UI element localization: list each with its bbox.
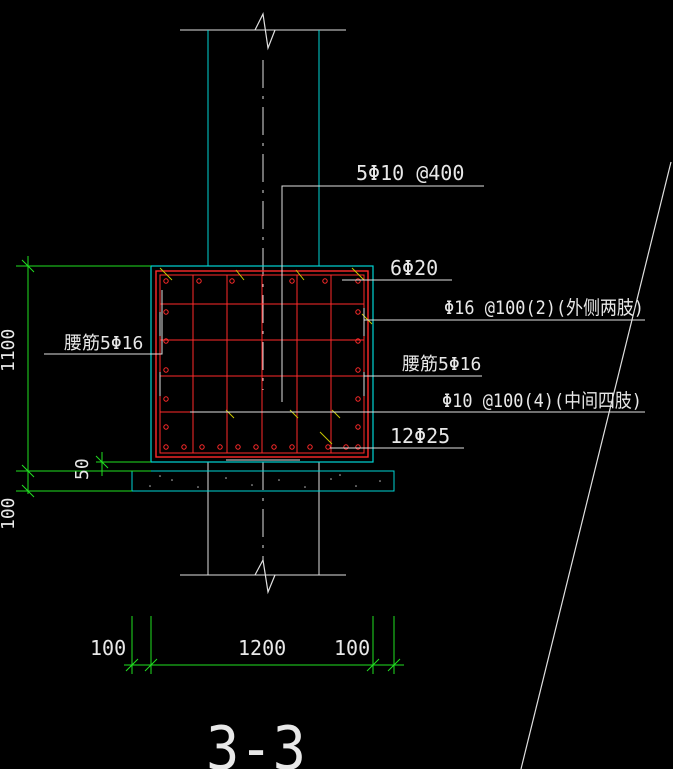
diagonal-line <box>520 161 672 769</box>
height-dimension: 1100 <box>0 329 19 372</box>
dimension-lines <box>16 256 404 674</box>
stirrup-top-label: 5Φ10 @400 <box>356 161 464 185</box>
section-title: 3-3 <box>206 714 306 769</box>
tie-hooks <box>159 267 373 445</box>
bedding-pad <box>131 470 395 492</box>
width-right-dimension: 100 <box>334 636 370 660</box>
beam-outline <box>150 265 374 463</box>
lower-column <box>180 462 346 595</box>
width-main-dimension: 1200 <box>238 636 286 660</box>
rebar-bars <box>163 278 361 450</box>
waist-right-label: 腰筋5Φ16 <box>402 354 481 375</box>
rebar-cage <box>155 270 369 458</box>
upper-column <box>180 12 346 390</box>
pad-hatch <box>149 474 381 488</box>
width-left-dimension: 100 <box>90 636 126 660</box>
waist-left-label: 腰筋5Φ16 <box>64 333 143 354</box>
inner-stirrup-label: Φ10 @100(4)(中间四肢) <box>442 390 642 412</box>
top-bars-label: 6Φ20 <box>390 256 438 280</box>
outer-stirrup-label: Φ16 @100(2)(外侧两肢) <box>444 297 644 319</box>
cover-dimension: 50 <box>72 458 93 480</box>
bottom-bars-label: 12Φ25 <box>390 424 450 448</box>
pad-dimension: 100 <box>0 497 19 530</box>
leader-lines <box>44 185 645 449</box>
